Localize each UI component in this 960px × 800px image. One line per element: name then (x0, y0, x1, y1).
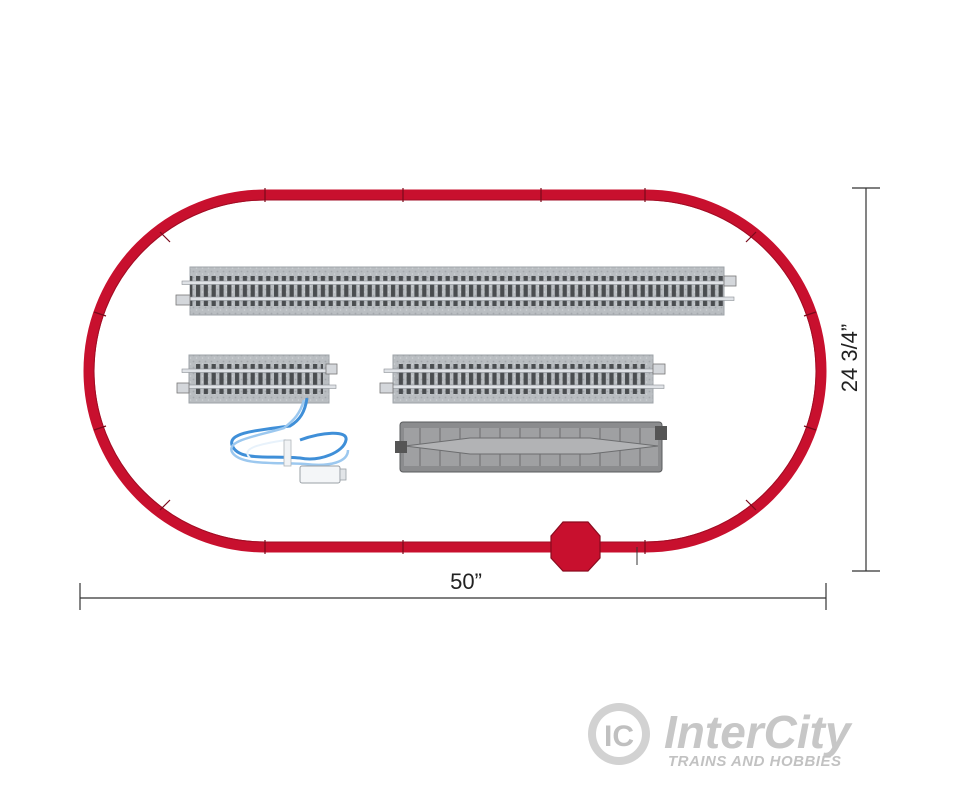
medium-straight-track (379, 354, 666, 404)
width-label: 50” (450, 569, 482, 594)
feeder-track-connector (550, 521, 601, 572)
oval-track (83, 188, 827, 572)
width-dimension: 50” (79, 569, 827, 610)
short-feeder-track (176, 354, 338, 404)
height-label: 24 3/4” (837, 324, 862, 393)
long-straight-track (175, 266, 737, 316)
logo-tagline: TRAINS AND HOBBIES (668, 753, 841, 770)
height-dimension: 24 3/4” (837, 187, 880, 572)
logo-mark-text: IC (604, 720, 634, 753)
cable-connector-plug (299, 465, 341, 484)
rerailer-track (395, 421, 667, 473)
track-joints (93, 188, 817, 554)
feeder-cable (230, 397, 350, 484)
intercity-logo: IC InterCity TRAINS AND HOBBIES (588, 703, 853, 770)
logo-name: InterCity (664, 706, 853, 758)
